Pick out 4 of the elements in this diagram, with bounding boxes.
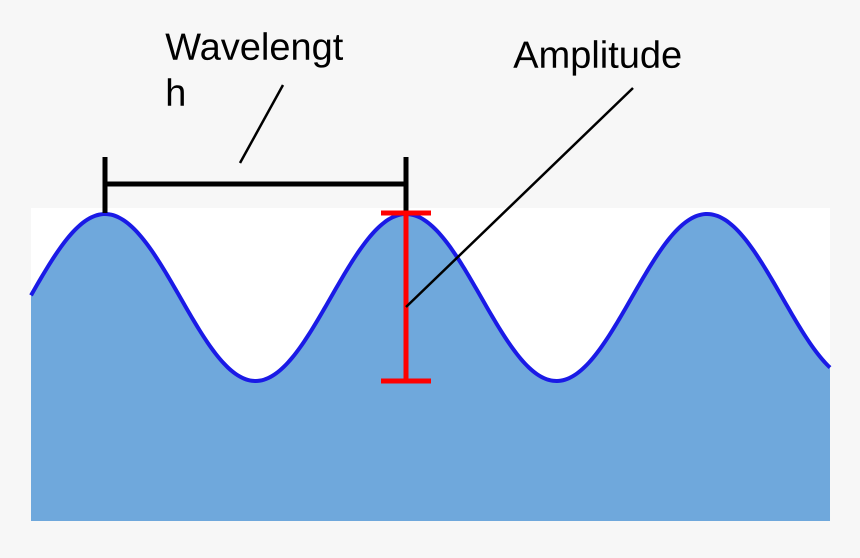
dimension-label: Wavelengt h <box>165 32 344 106</box>
leader-line <box>238 84 284 164</box>
dimension-label: Amplitude <box>513 40 680 76</box>
leader-line <box>405 87 634 308</box>
